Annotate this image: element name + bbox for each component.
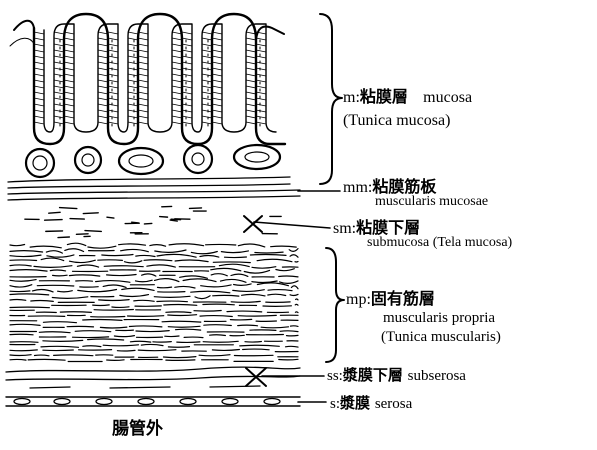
label-muscularis-propria-latin: (Tunica muscularis) — [381, 330, 501, 345]
label-subserosa: ss:漿膜下層 subserosa — [327, 368, 466, 384]
label-brackets — [320, 14, 344, 362]
label-muscularis-mucosae-en: muscularis mucosae — [375, 195, 488, 209]
label-muscularis-propria: mp:固有筋層 — [346, 291, 435, 308]
label-muscularis-propria-en: muscularis propria — [383, 311, 495, 326]
label-mucosa: m:粘膜層 mucosa — [343, 89, 472, 106]
villi — [10, 14, 285, 144]
label-serosa: s:漿膜 serosa — [330, 396, 412, 412]
muscularis-mucosae-layer — [8, 177, 300, 200]
label-submucosa-en: submucosa (Tela mucosa) — [367, 236, 512, 250]
crypts — [26, 145, 280, 177]
muscularis-propria-layer — [10, 243, 298, 361]
serosa-layer — [6, 397, 300, 406]
label-outside-intestine: 腸管外 — [112, 421, 163, 438]
label-mucosa-latin: (Tunica mucosa) — [343, 113, 450, 129]
leader-lines — [244, 191, 340, 402]
submucosa-layer — [25, 206, 281, 237]
